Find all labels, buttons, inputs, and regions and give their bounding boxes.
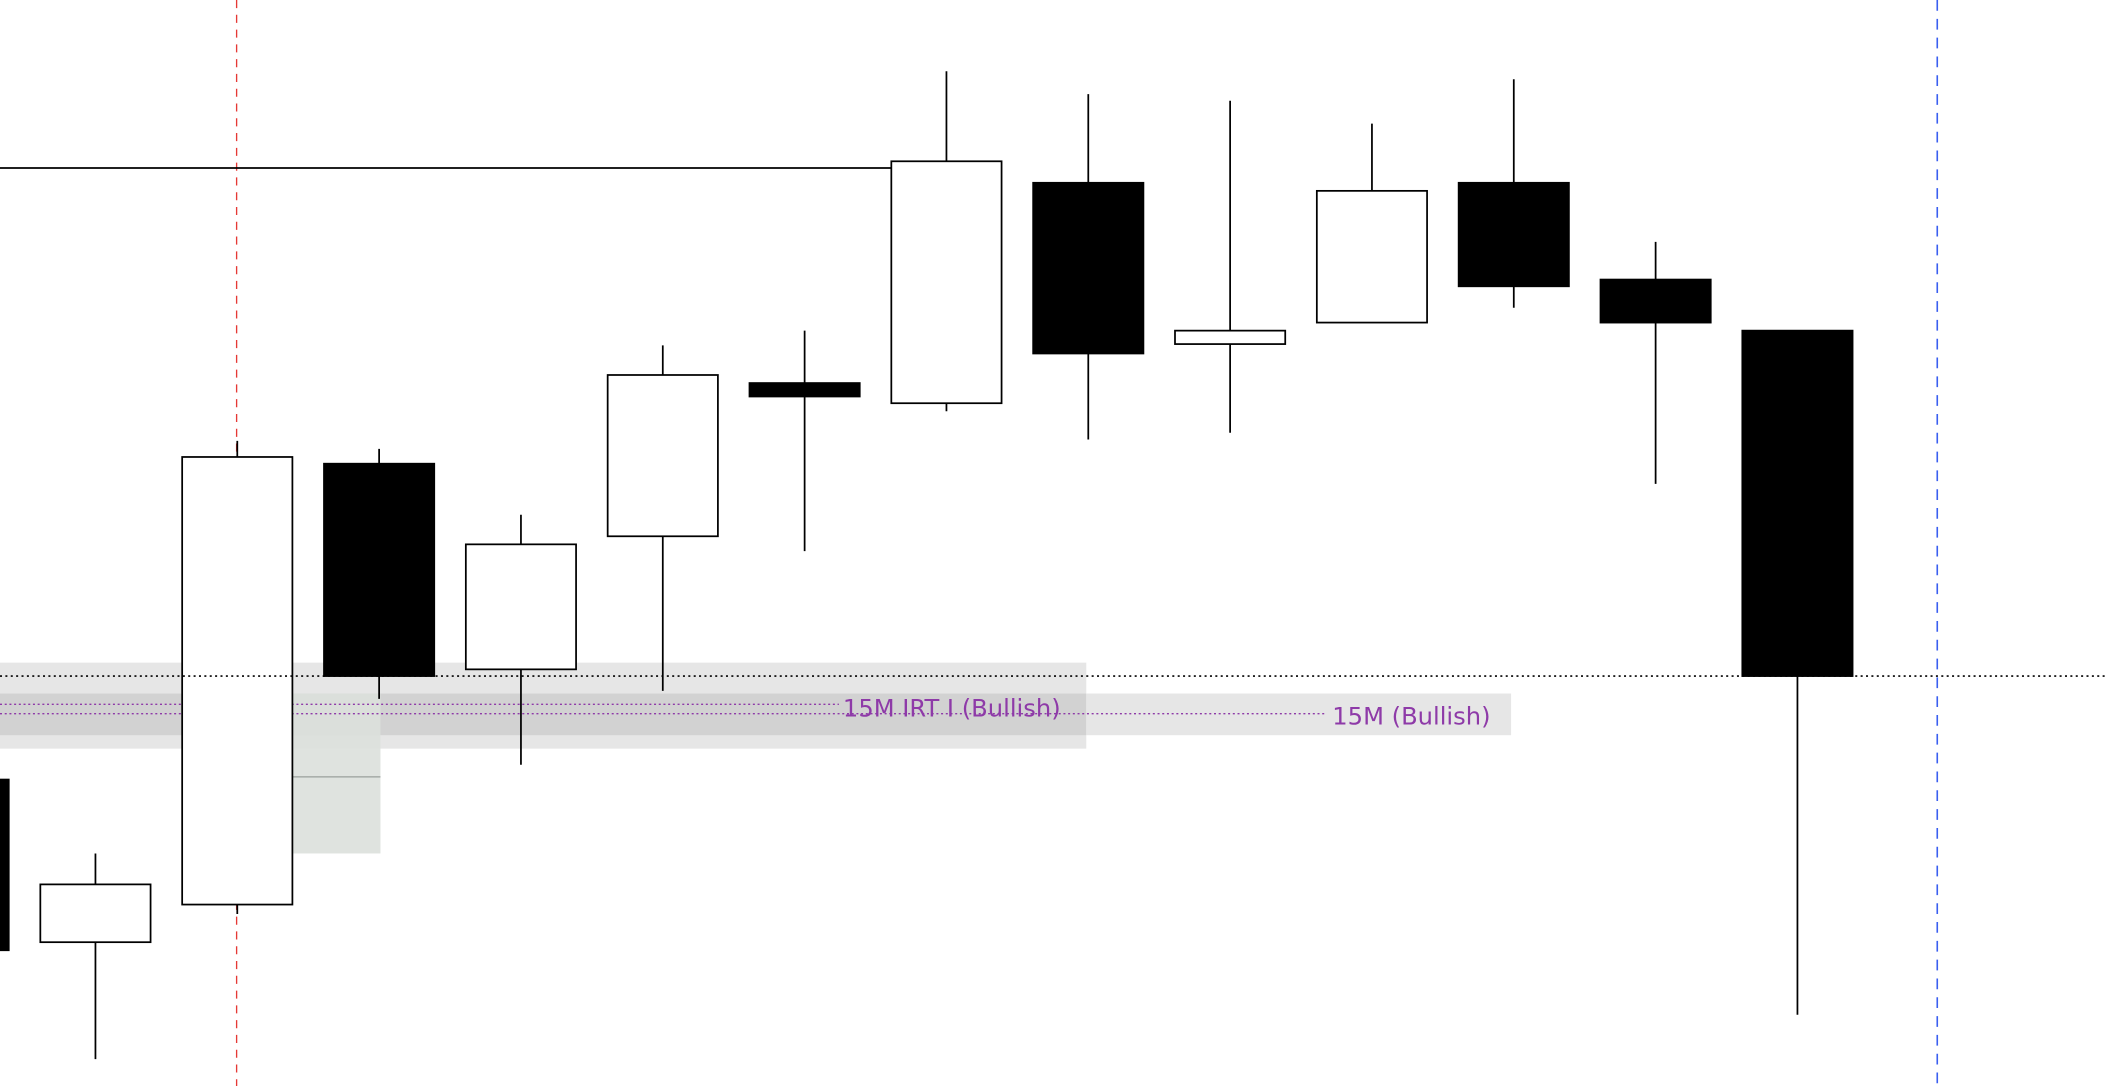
candles-layer	[0, 71, 1854, 1060]
bullish-candle-body	[464, 543, 577, 671]
candle-4[interactable]	[464, 514, 577, 765]
candle-3[interactable]	[323, 448, 436, 699]
candle-2[interactable]	[181, 440, 294, 914]
bullish-candle-body	[39, 883, 152, 944]
candle-10[interactable]	[1315, 123, 1428, 324]
fvg-box	[291, 693, 381, 854]
bearish-candle-body	[0, 778, 10, 952]
bullish-candle-body	[606, 374, 719, 538]
candle-6[interactable]	[748, 330, 861, 552]
candle-5[interactable]	[606, 345, 719, 691]
candle-1[interactable]	[39, 853, 152, 1060]
irt-label: 15M IRT I (Bullish)	[843, 694, 1061, 722]
bearish-candle-body	[323, 462, 436, 677]
bullish-candle-body	[181, 456, 294, 906]
candle-9[interactable]	[1174, 100, 1287, 433]
bullish-candle-body	[1315, 189, 1428, 324]
bullish-candle-body	[890, 160, 1003, 405]
bullish-candle-body	[1174, 329, 1287, 345]
bullish-15m-box	[1086, 693, 1512, 736]
candle-0[interactable]	[0, 778, 10, 952]
bullish-15m-label: 15M (Bullish)	[1332, 702, 1490, 730]
candle-12[interactable]	[1599, 241, 1712, 484]
candle-11[interactable]	[1457, 79, 1570, 308]
bearish-candle-body	[1599, 278, 1712, 324]
candle-8[interactable]	[1032, 94, 1145, 440]
bearish-candle-body	[1741, 329, 1854, 677]
bearish-candle-body	[1457, 181, 1570, 288]
bearish-candle-body	[1032, 181, 1145, 355]
candle-7[interactable]	[890, 71, 1003, 412]
bearish-candle-body	[748, 382, 861, 398]
candle-13[interactable]	[1741, 329, 1854, 1015]
